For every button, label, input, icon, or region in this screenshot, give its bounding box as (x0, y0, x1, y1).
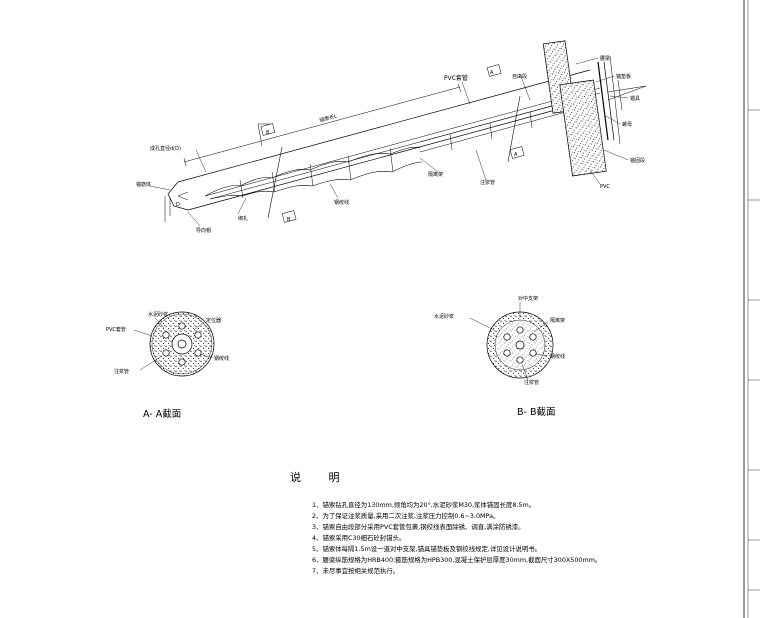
label-total-length: 锚索长L (319, 113, 338, 124)
label-section-a-bot: A (514, 152, 518, 158)
label-grout-pipe: 注浆管 (480, 179, 495, 186)
label-pvc-b: PVC (600, 184, 610, 190)
sb-label-grout-pipe: 注浆管 (524, 379, 539, 386)
section-a-labels: 水泥砂浆 定位器 PVC套管 钢绞线 注浆管 (106, 311, 229, 375)
notes-list: 1、锚索钻孔直径为130mm,倾角均为20°,水泥砂浆M30,浆体锚固长度8.5… (312, 500, 742, 577)
label-anchor-bolt: 锚筋体 (136, 181, 151, 188)
sa-label-grout-pipe: 注浆管 (114, 368, 129, 375)
section-b-labels: 对中支架 水泥砂浆 隔离架 钢绞线 注浆管 (434, 295, 565, 386)
section-b-drawing (469, 302, 554, 381)
notes-title: 说 明 (290, 471, 352, 484)
label-r: 锚固段 (630, 157, 645, 164)
label-free-seg: 自由段 (512, 73, 527, 80)
label-section-b-bot: B (287, 217, 291, 223)
label-strand: 钢绞线 (334, 199, 349, 206)
anchor-elevation (149, 40, 647, 227)
sa-label-grout: 水泥砂浆 (148, 311, 168, 318)
note-item: 2、为了保证注浆质量,采用二次注浆,注浆压力控制0.6~3.0MPa。 (312, 512, 500, 520)
sb-label-spacer: 隔离架 (550, 317, 565, 324)
note-item: 4、锚索采用C30细石砼封锚头。 (312, 534, 406, 542)
note-item: 7、未尽事宜按相关规范执行。 (312, 567, 400, 575)
section-b-title: B- B截面 (517, 407, 556, 418)
sb-label-grout: 水泥砂浆 (434, 313, 454, 320)
sa-label-strand: 钢绞线 (214, 355, 229, 362)
sa-label-spacer: 定位器 (206, 317, 221, 324)
label-isolator: 隔离架 (428, 171, 443, 178)
sheet-border (743, 0, 760, 618)
label-anchor: 锚具 (630, 95, 640, 102)
label-nut: 螺母 (622, 121, 632, 128)
section-a-drawing (133, 311, 215, 377)
label-section-a-top: A (490, 70, 494, 76)
label-d: D (176, 202, 180, 208)
note-item: 3、锚索自由段部分采用PVC套管包裹,钢绞线表面除锈、调直,满涂防锈漆。 (312, 523, 525, 531)
note-item: 1、锚索钻孔直径为130mm,倾角均为20°,水泥砂浆M30,浆体锚固长度8.5… (312, 501, 536, 509)
label-diameter: 成孔直径d(D) (150, 145, 181, 152)
note-item: 6、腰梁纵筋规格为HRB400;箍筋规格为HPB300,混凝土保护层厚度30mm… (312, 556, 602, 564)
section-a-title: A- A截面 (143, 409, 182, 420)
note-item: 5、锚索体每隔1.5m设一道对中支架,锚具锚垫板及钢绞线规定,详见设计说明书。 (312, 545, 542, 553)
sb-label-top: 对中支架 (518, 295, 538, 302)
sa-label-pvc: PVC套管 (106, 326, 126, 333)
sb-label-strand: 钢绞线 (550, 353, 565, 360)
label-pvc: PVC套管 (444, 74, 468, 82)
elevation-labels: 成孔直径d(D) 锚筋体 D 导向帽 绑扎 B B 锚索长L 钢绞线 隔离架 P… (136, 55, 645, 234)
label-bind: 绑扎 (238, 215, 248, 222)
label-section-b-top: B (266, 130, 270, 136)
label-plate: 锚垫板 (616, 73, 631, 80)
label-waist-beam: 腰梁 (600, 55, 610, 62)
label-anchor-head: 导向帽 (196, 227, 211, 234)
